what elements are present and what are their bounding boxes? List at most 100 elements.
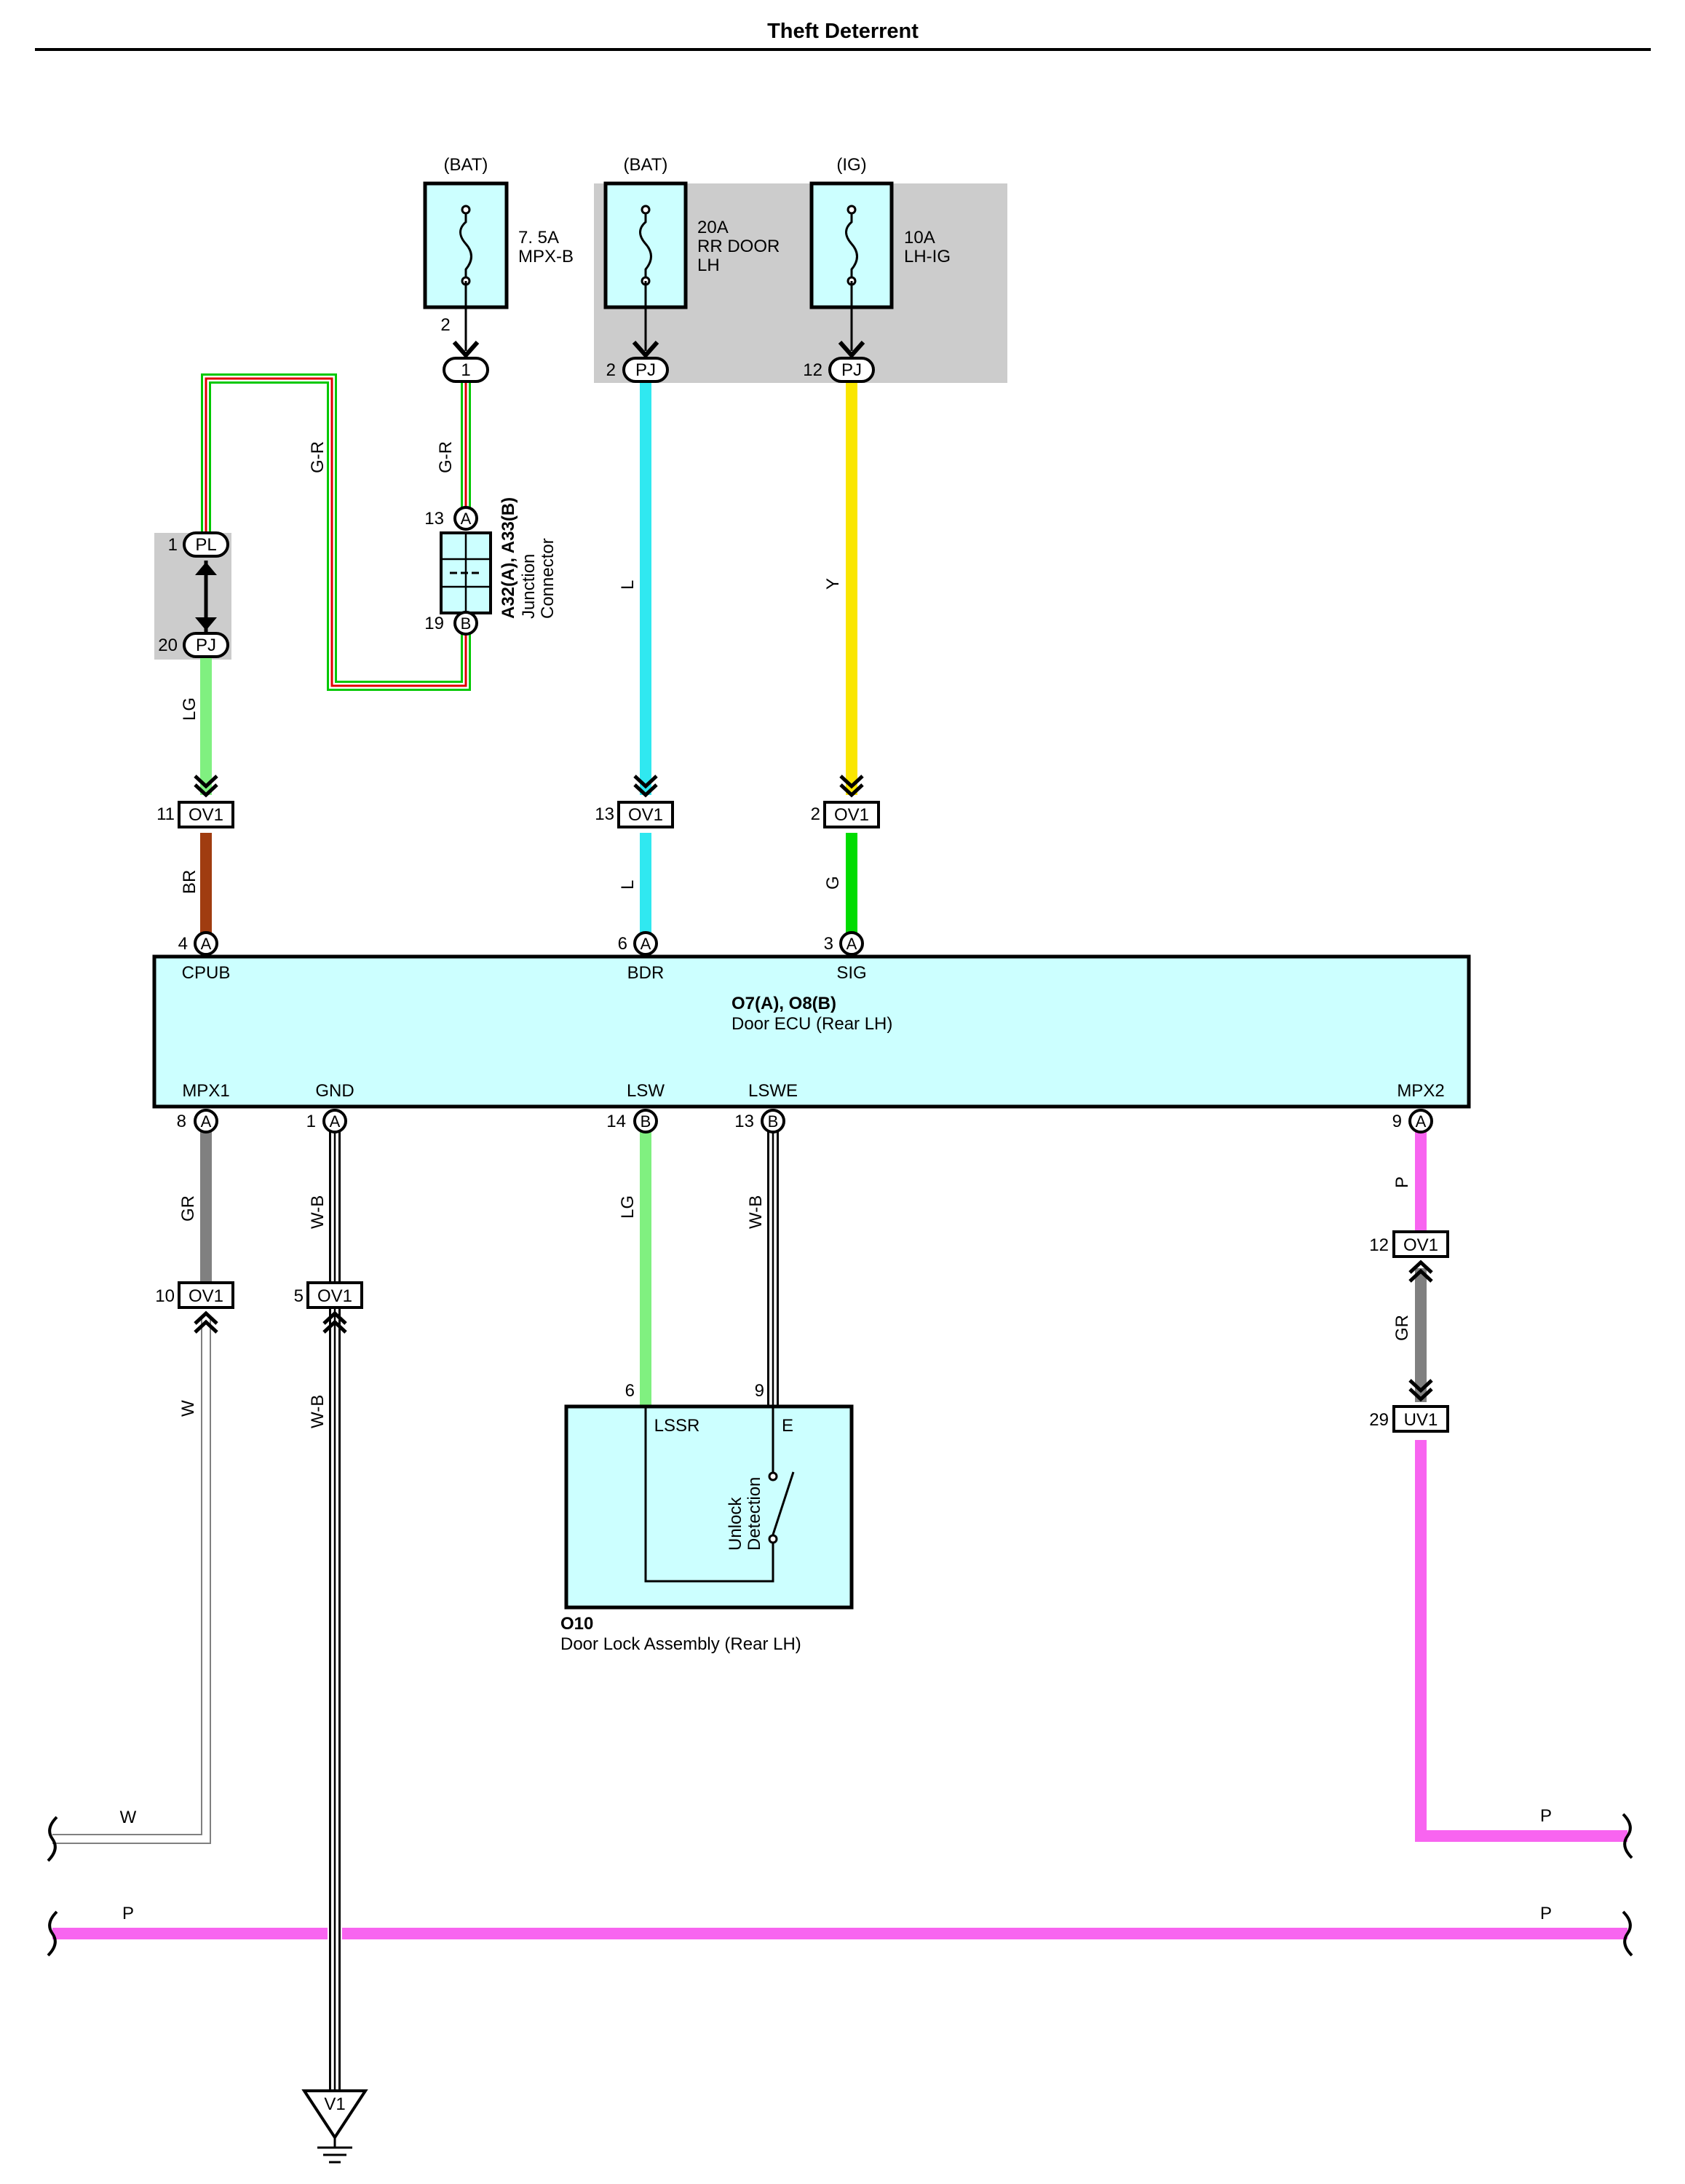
break-symbol-p-right-bus <box>1622 1910 1633 1957</box>
ecu-code: O7(A), O8(B) <box>732 994 836 1013</box>
connector-pj-20: 20 PJ <box>158 632 229 658</box>
fuse-rating: 20A <box>697 218 729 237</box>
pin-num: 14 <box>606 1112 626 1131</box>
ground-v1: V1 <box>301 2089 368 2164</box>
pin-num: 8 <box>177 1112 186 1131</box>
connector-pin: 13 <box>595 804 614 824</box>
connector-pin: 11 <box>156 804 175 824</box>
pin-conn: A <box>330 1112 341 1131</box>
wire-label: L <box>618 880 638 890</box>
wire-label: P <box>1540 1904 1552 1923</box>
wire-label: LG <box>618 1195 638 1219</box>
door-ecu: O7(A), O8(B) Door ECU (Rear LH) <box>152 954 1471 1109</box>
ecu-pin-lswe: LSWE B 13 <box>734 1081 798 1133</box>
connector-label: OV1 <box>317 1286 352 1306</box>
fuse-source: (BAT) <box>624 155 668 175</box>
internal-circuit <box>644 1408 774 1583</box>
connector-label: 1 <box>461 360 470 380</box>
connector-label: OV1 <box>189 1286 223 1306</box>
page-title: Theft Deterrent <box>767 20 919 43</box>
wire-p-right <box>1415 1440 1627 1842</box>
double-arrow-icon <box>194 775 218 798</box>
ecu-pin-bdr: A 6 BDR <box>618 931 665 983</box>
connector-ov1-5: 5 OV1 <box>294 1281 363 1334</box>
wire-label: W <box>120 1808 137 1827</box>
connector-label: PJ <box>196 636 216 655</box>
connector-pin: 10 <box>155 1286 175 1306</box>
pin-name: LSWE <box>748 1081 798 1101</box>
connector-1: 1 <box>443 357 489 383</box>
connector-ov1-13: 13 OV1 <box>595 775 674 828</box>
wire-label: G-R <box>436 441 456 473</box>
fuse-name-2: LH <box>697 256 720 275</box>
pin-name: LSW <box>627 1081 665 1101</box>
door-lock-name: Door Lock Assembly (Rear LH) <box>560 1634 801 1654</box>
ecu-pin-mpx1: MPX1 A 8 <box>177 1081 230 1133</box>
fuse-rating: 7. 5A <box>518 228 559 248</box>
connector-ov1-10: 10 OV1 <box>155 1281 234 1334</box>
wire-label: G <box>823 876 843 890</box>
connector-pin: 5 <box>294 1286 304 1306</box>
fuse-icon <box>459 211 472 280</box>
connector-label: PL <box>195 535 216 555</box>
fuse-name: RR DOOR <box>697 237 780 256</box>
pin-name: MPX1 <box>182 1081 229 1101</box>
wire-gr-loop <box>201 373 471 691</box>
connector-pj-12: 12 PJ <box>803 357 875 383</box>
double-arrow-up-icon <box>1408 1259 1433 1283</box>
wire-label: P <box>1392 1176 1412 1188</box>
break-symbol-p-left <box>47 1910 58 1957</box>
connector-pin: 12 <box>1369 1235 1389 1255</box>
double-arrow-icon <box>633 775 658 798</box>
wire-label: G-R <box>308 441 328 473</box>
double-arrow-up-icon <box>322 1310 347 1334</box>
wire-label: W <box>178 1400 198 1417</box>
connector-ov1-12: 12 OV1 <box>1369 1230 1449 1283</box>
double-arrow-up-icon <box>194 1310 218 1334</box>
connector-pj-2: 2 PJ <box>606 357 669 383</box>
connector-pin: 1 <box>168 535 178 555</box>
pin-lssr-label: LSSR <box>654 1416 700 1436</box>
pin-e-num: 9 <box>755 1381 764 1401</box>
wire-label: W-B <box>308 1195 328 1229</box>
double-arrow-icon <box>839 775 864 798</box>
junction-connector: A 13 B 19 A32(A), A33(B) Junction Connec… <box>424 497 558 636</box>
connector-label: PJ <box>841 360 862 380</box>
connector-ov1-11: 11 OV1 <box>156 775 234 828</box>
fuse-icon <box>845 211 858 280</box>
switch-label-2: Detection <box>745 1477 764 1551</box>
fuse-source: (IG) <box>836 155 866 175</box>
connector-pin: 2 <box>606 360 616 380</box>
connector-label: OV1 <box>834 805 869 825</box>
pin-num: 6 <box>618 934 627 954</box>
pin-name: SIG <box>836 963 866 983</box>
pin-conn: A <box>1416 1112 1427 1131</box>
wire-label: GR <box>178 1195 198 1222</box>
connector-label: OV1 <box>1403 1235 1438 1255</box>
wire-label: GR <box>1392 1315 1412 1341</box>
arrow-down-icon <box>195 617 217 630</box>
double-arrow-icon <box>1408 1379 1433 1402</box>
junction-label-2: Connector <box>538 538 558 619</box>
connector-pin: 12 <box>803 360 822 380</box>
fuse-name: MPX-B <box>518 247 574 266</box>
pin-num: 9 <box>1392 1112 1402 1131</box>
fuse-rating: 10A <box>904 228 935 248</box>
door-lock-code: O10 <box>560 1614 593 1634</box>
pin-name: GND <box>315 1081 354 1101</box>
wire-w-mpx1 <box>52 1319 211 1844</box>
arrow-icon <box>838 341 865 359</box>
pin-name: BDR <box>627 963 665 983</box>
wire-label: W-B <box>746 1195 766 1229</box>
pin-conn: A <box>201 1112 212 1131</box>
pin-e-label: E <box>782 1416 793 1436</box>
wire-label: P <box>122 1904 134 1923</box>
pin-conn: B <box>768 1112 779 1131</box>
junction-code: A32(A), A33(B) <box>499 497 518 619</box>
ecu-pin-sig: A 3 SIG <box>824 931 867 983</box>
pin-name: MPX2 <box>1397 1081 1444 1101</box>
connector-pin: 2 <box>811 804 820 824</box>
junction-pin-out: 19 <box>424 614 444 633</box>
arrow-up-icon <box>195 562 217 575</box>
